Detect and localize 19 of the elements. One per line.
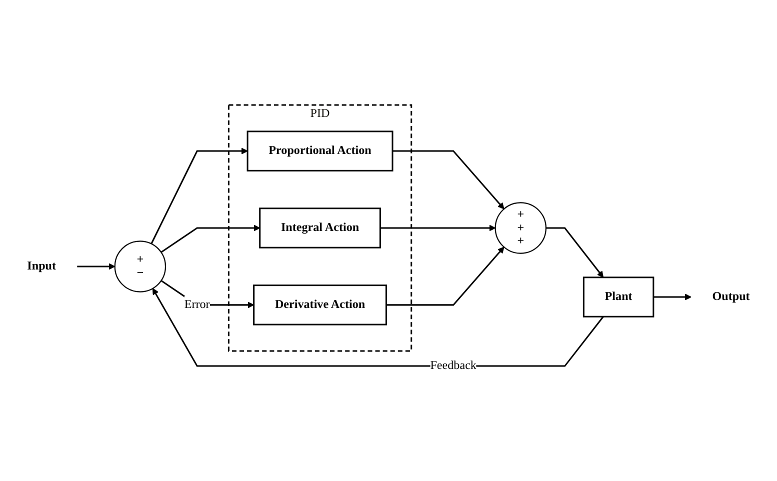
edge-label: Feedback [430, 360, 476, 373]
arrow [152, 288, 604, 368]
arrow [160, 225, 260, 254]
node-box: Integral Action [259, 208, 381, 249]
arrow [392, 150, 504, 210]
node-box: Plant [582, 277, 654, 318]
node-box: Derivative Action [253, 285, 387, 326]
node-text: Input [27, 260, 56, 273]
node-text: Output [712, 290, 750, 304]
edge-label: Error [184, 298, 210, 312]
arrow [77, 264, 116, 270]
arrow [150, 148, 248, 245]
node-circle: + − [114, 241, 166, 293]
arrow [386, 247, 504, 306]
arrow [546, 228, 604, 278]
node-circle: + + + [494, 202, 547, 254]
node-box: Proportional Action [246, 131, 394, 172]
arrow [380, 225, 496, 232]
arrow [653, 294, 692, 301]
